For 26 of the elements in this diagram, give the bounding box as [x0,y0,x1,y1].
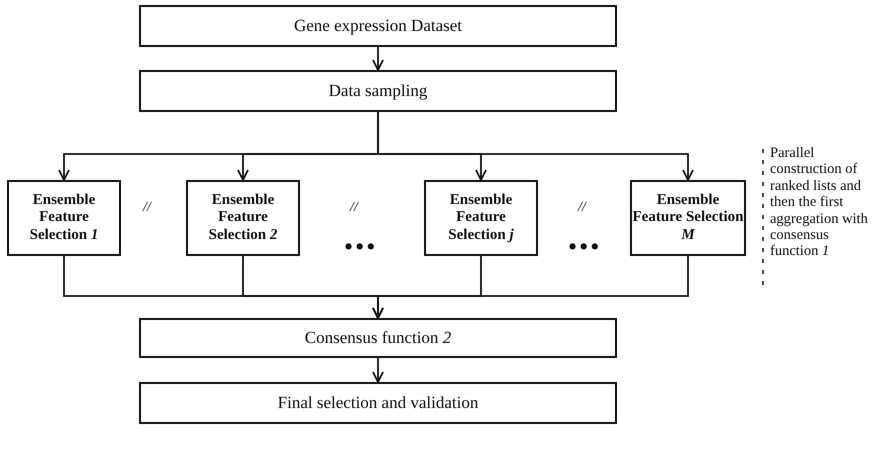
process-box [139,70,617,112]
process-box [139,382,617,424]
process-box [7,180,121,256]
process-box [139,318,617,358]
process-box [424,180,538,256]
box-label: Consensus function 2 [304,328,452,348]
arrow [372,47,384,71]
box-label: Ensemble Feature Selection 1 [28,192,100,244]
arrow [377,112,694,181]
process-box [630,180,746,256]
process-box [186,180,300,256]
arrow [372,358,384,383]
ellipsis: ••• [568,232,602,262]
box-label: Ensemble Feature Selection j [447,192,515,244]
parallel-mark: // [350,200,358,216]
parallel-mark: // [143,200,151,216]
process-box [139,5,617,47]
note: Parallel construction of ranked lists and then the first aggregation with consensus function 1 [770,145,869,260]
arrow [372,256,689,319]
box-label: Gene expression Dataset [294,16,462,36]
box-label: Final selection and validation [278,393,478,413]
box-label: Ensemble Feature Selection M [632,192,744,244]
box-label: Data sampling [328,81,428,101]
parallel-mark: // [578,200,586,216]
box-label: Ensemble Feature Selection 2 [208,192,278,244]
ellipsis: ••• [344,232,378,262]
